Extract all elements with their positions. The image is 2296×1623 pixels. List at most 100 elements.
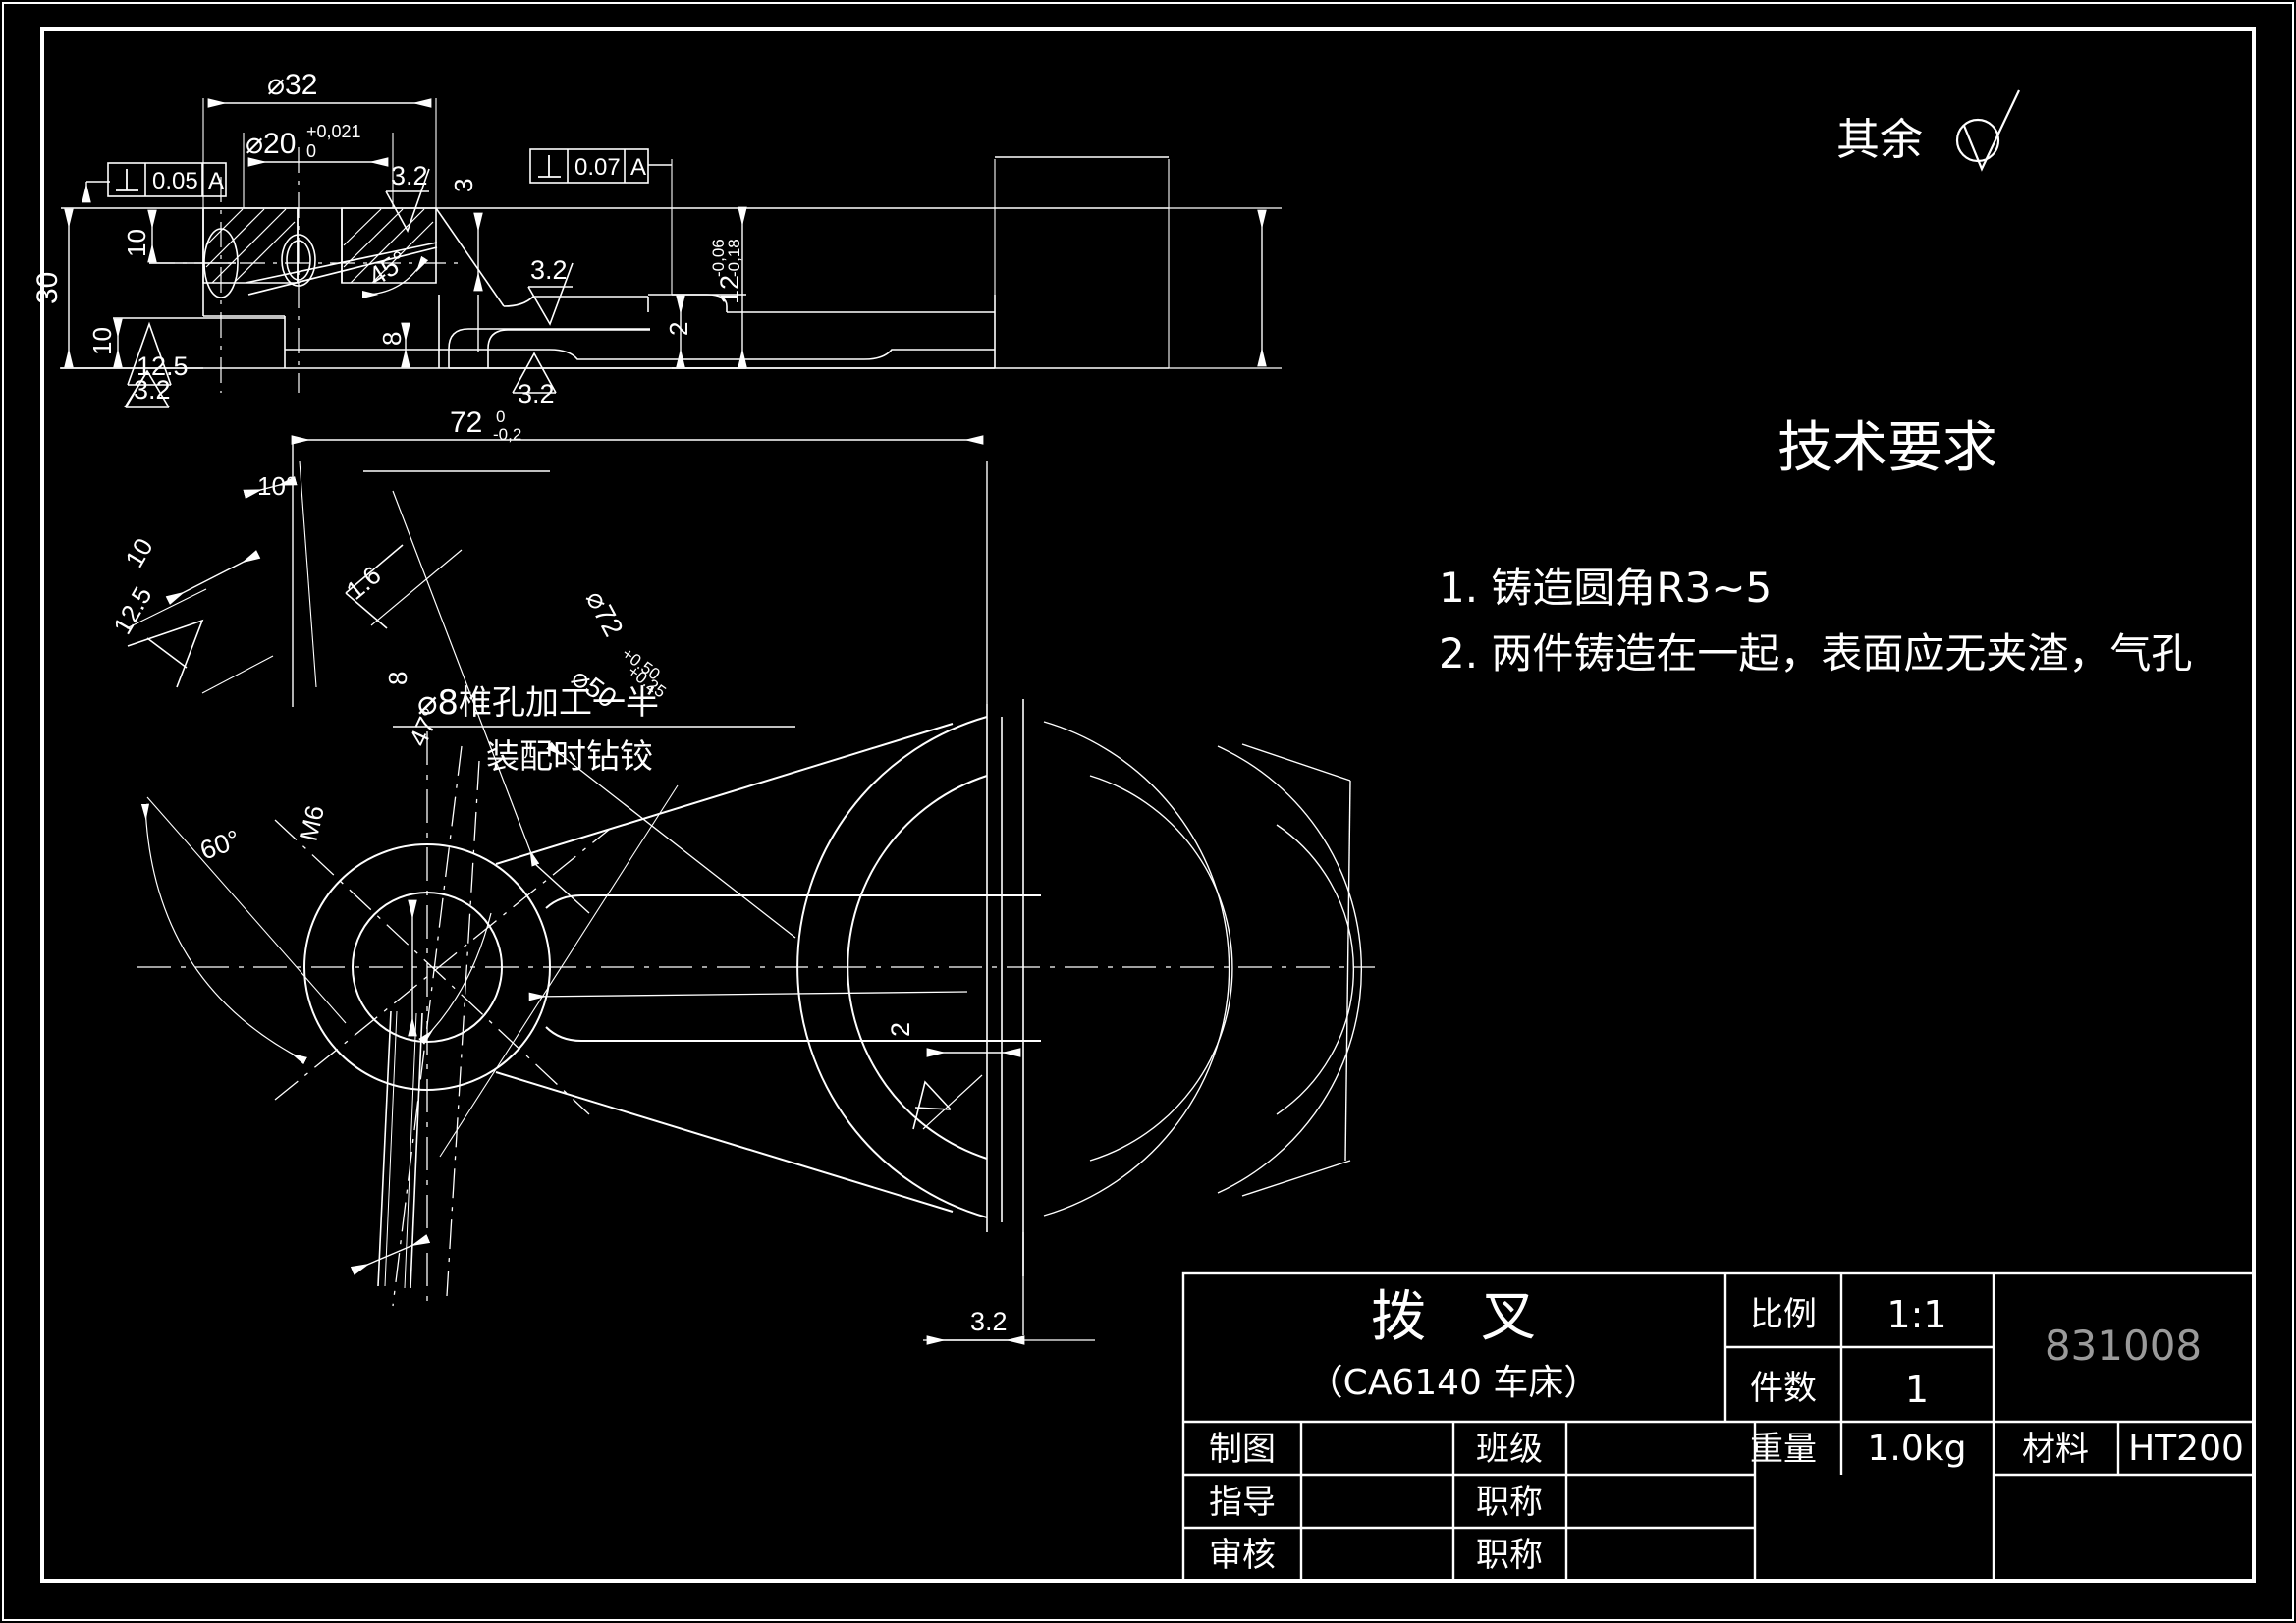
gdt-tol-value: 0.05 — [152, 168, 198, 194]
fork-far-side-arcs — [1043, 721, 1363, 1217]
dim-web8: 8 — [383, 672, 412, 685]
row-1-left-label: 指导 — [1209, 1483, 1276, 1522]
gdt-tol-value: 0.07 — [574, 154, 621, 181]
roughness-symbol-12p5-plan — [127, 619, 204, 688]
dim-h10-lower: 10 — [87, 327, 117, 355]
taper-hole-note-line1: ⌀8椎孔加工一半 — [417, 683, 659, 723]
dim-w3: 3 — [449, 179, 478, 192]
dim-dia20-tol-upper: +0,021 — [306, 122, 361, 141]
roughness-symbol-3p2-top — [385, 168, 430, 233]
dim-w2-plan: 2 — [886, 1022, 915, 1037]
row-2-left-label: 审核 — [1209, 1536, 1276, 1575]
fork-arm-lower — [495, 1071, 954, 1213]
roughness-symbol-3p2-mid — [527, 262, 574, 326]
top-sectional-view — [60, 98, 1170, 393]
rough-val-3p2-mid: 3.2 — [530, 255, 568, 285]
gdt-datum: A — [630, 154, 646, 181]
dim-dia20-tol-lower: 0 — [306, 141, 316, 161]
rough-val-12p5: 12.5 — [137, 352, 189, 381]
tech-requirement-item-1: 1. 铸造圆角R3~5 — [1439, 564, 1772, 612]
plan-dimension-lines — [126, 435, 1095, 1345]
dim-ang60: 60° — [196, 824, 245, 865]
taper-line-b — [247, 246, 438, 296]
dim-lead10: 10 — [119, 533, 158, 572]
dim-w2: 2 — [664, 322, 693, 336]
dim-r16: 1.6 — [341, 560, 387, 605]
dim-len72-tol-upper: 0 — [496, 407, 505, 426]
rough-val-3p2-left: 3.2 — [134, 375, 171, 405]
dim-dia32: ⌀32 — [267, 69, 317, 101]
dim-len72: 72 — [450, 406, 482, 439]
perpendicularity-icon — [116, 169, 138, 191]
chamfer-45 — [435, 207, 505, 307]
dim-w4-plan: 3.2 — [970, 1307, 1008, 1336]
projection-lines-section — [202, 98, 1170, 368]
web-top-edge — [545, 894, 1041, 909]
tech-requirement-item-2: 2. 两件铸造在一起，表面应无夹渣，气孔 — [1439, 629, 2192, 677]
gdt-frame-perp-007: 0.07 A — [529, 148, 672, 184]
gdt-frame-perp-005: 0.05 A — [107, 162, 227, 197]
sheet-inner-border — [40, 27, 2256, 1583]
weight-value: 1.0kg — [1868, 1429, 1967, 1469]
material-value: HT200 — [2128, 1429, 2244, 1469]
scale-label: 比例 — [1750, 1295, 1817, 1334]
taper-hole-marker — [534, 863, 590, 914]
roughness-symbol-12p5 — [127, 321, 172, 386]
remainder-label: 其余 — [1836, 115, 1923, 165]
plan-vertical-lines — [986, 699, 1024, 1276]
rim-round-b — [648, 349, 995, 360]
scale-value: 1:1 — [1886, 1293, 1946, 1336]
roughness-symbol-3p2-left — [124, 369, 170, 408]
dim-h30: 30 — [31, 272, 64, 304]
fillet-left-upper2 — [487, 329, 650, 368]
qty-value: 1 — [1905, 1368, 1929, 1411]
fork-arm-upper — [495, 723, 954, 865]
unmachined-surface-symbol-icon — [1955, 89, 2020, 172]
section-dimension-lines — [61, 98, 1282, 369]
dim-h10-upper: 10 — [122, 229, 151, 257]
dim-ang10: 10° — [257, 471, 296, 501]
dim-len72-tol-lower: -0,2 — [493, 425, 521, 444]
drawing-number: 831008 — [2045, 1322, 2202, 1370]
taper-hole-note: ⌀8椎孔加工一半 装配时钻铰 — [393, 683, 795, 777]
section-hatch-left — [205, 208, 296, 284]
roughness-symbols-section — [124, 168, 574, 408]
row-2-mid-label: 职称 — [1476, 1536, 1543, 1575]
tech-requirements-title: 技术要求 — [1777, 416, 1997, 480]
title-block — [1181, 1271, 2256, 1583]
plan-angular-centerlines — [274, 745, 610, 1307]
row-0-left-label: 制图 — [1209, 1430, 1276, 1469]
dim-ang45: 45° — [363, 245, 413, 292]
roughness-symbol-3p2-plan — [912, 1080, 952, 1130]
rough-val-12p5-plan: 12.5 — [107, 581, 157, 639]
row-0-mid-label: 班级 — [1476, 1430, 1543, 1469]
web-bottom-edge — [545, 1026, 1041, 1042]
dim-h12-tol-lower: -0,18 — [725, 239, 743, 277]
material-label: 材料 — [2022, 1430, 2089, 1469]
dim-h8: 8 — [377, 332, 407, 346]
remainder-note: 其余 — [1836, 89, 2020, 172]
dim-dia72: ⌀72 — [580, 585, 629, 641]
taper-hole-note-line2: 装配时钻铰 — [486, 737, 653, 777]
roughness-symbol-1p6-plan — [345, 544, 404, 629]
dim-h12: 12 — [715, 275, 744, 304]
perpendicularity-icon — [538, 155, 561, 178]
fillet-left-upper — [448, 328, 650, 368]
rough-val-3p2-top: 3.2 — [391, 161, 428, 190]
weight-label: 重量 — [1750, 1430, 1817, 1469]
qty-label: 件数 — [1750, 1369, 1817, 1408]
row-1-mid-label: 职称 — [1476, 1483, 1543, 1522]
m6-thread-lines — [377, 1010, 423, 1289]
roughness-symbol-3p2-bot — [512, 352, 557, 394]
gdt-datum: A — [208, 168, 224, 194]
dim-dia20: ⌀20 — [246, 128, 296, 160]
dim-h12-tol-upper: -0,06 — [709, 239, 728, 277]
rim-round-a — [549, 349, 648, 360]
rough-val-3p2-bot: 3.2 — [518, 379, 555, 408]
dim-thread-m6: M6 — [294, 802, 330, 843]
part-subtitle: （CA6140 车床） — [1308, 1363, 1600, 1403]
fillet-chamfer-round — [503, 296, 534, 307]
